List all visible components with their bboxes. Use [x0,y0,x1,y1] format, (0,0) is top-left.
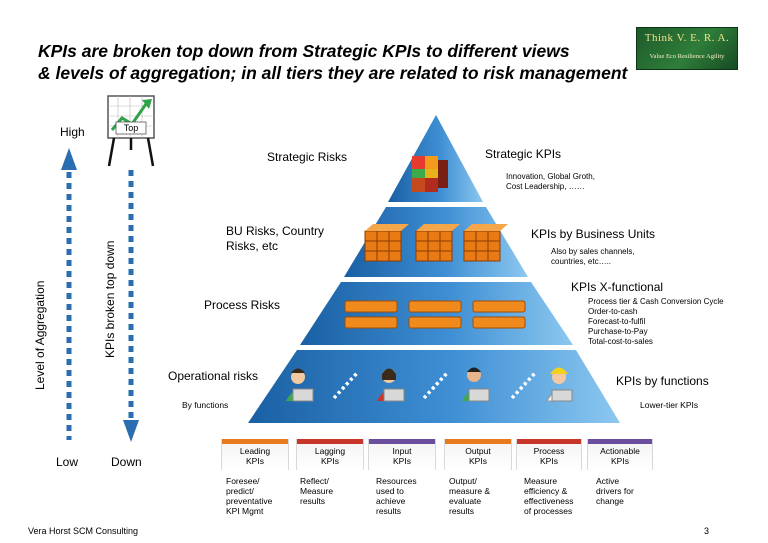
kpi-type-color-bar [588,439,652,444]
function-kpis-label: KPIs by functions [616,374,709,388]
process-risks-label: Process Risks [204,298,281,312]
bu-cube-icon-3 [463,224,508,262]
low-label: Low [56,455,79,469]
bu-kpis-label: KPIs by Business Units [531,227,656,241]
kpi-type-color-bar [369,439,435,444]
logo-title: Think V. E. R. A. [644,32,730,44]
high-label: High [60,125,85,139]
title-line-1: KPIs are broken top down from Strategic … [38,41,570,61]
bu-cube-icon-2 [415,224,460,262]
bu-risks-label: BU Risks, Country Risks, etc [226,224,325,253]
title-line-2: & levels of aggregation; in all tiers th… [38,63,628,83]
page-title: KPIs are broken top down from Strategic … [38,40,638,84]
aggregation-arrow [61,148,77,440]
chart-board-icon [107,95,155,167]
by-functions-label: By functions [182,400,229,410]
down-label: Down [111,455,142,469]
operational-risks-label: Operational risks [168,369,259,383]
person-icon-3 [462,367,490,402]
bu-kpis-desc: Also by sales channels, countries, etc….… [551,247,635,266]
footer-company: Vera Horst SCM Consulting [28,526,139,536]
strategic-kpis-desc: Innovation, Global Groth, Cost Leadershi… [506,172,595,191]
tier-process [300,282,573,345]
process-bars-icon [344,300,526,329]
think-vera-logo: Think V. E. R. A. Value Eco Resilience A… [636,27,738,70]
top-label: Top [123,123,139,133]
strategic-kpis-label: Strategic KPIs [485,147,562,161]
strategic-risks-label: Strategic Risks [267,150,348,164]
strategic-cube-icon [412,156,448,192]
bu-cube-icon-1 [364,224,409,262]
logo-subtitle: Value Eco Resilience Agility [649,53,725,60]
person-icon-1 [286,368,314,402]
broken-down-arrow [123,170,139,442]
tier-operational [248,350,620,423]
process-kpis-label: KPIs X-functional [571,280,664,294]
page-number: 3 [704,526,710,536]
kpi-type-color-bar [297,439,363,444]
kpi-type-color-bar [517,439,581,444]
person-icon-2 [377,368,405,402]
person-icon-4 [546,367,573,402]
kpi-type-color-bar [445,439,511,444]
process-kpis-desc: Process tier & Cash Conversion Cycle Ord… [588,297,724,346]
kpi-type-color-bar [222,439,288,444]
function-kpis-desc: Lower-tier KPIs [640,400,699,410]
